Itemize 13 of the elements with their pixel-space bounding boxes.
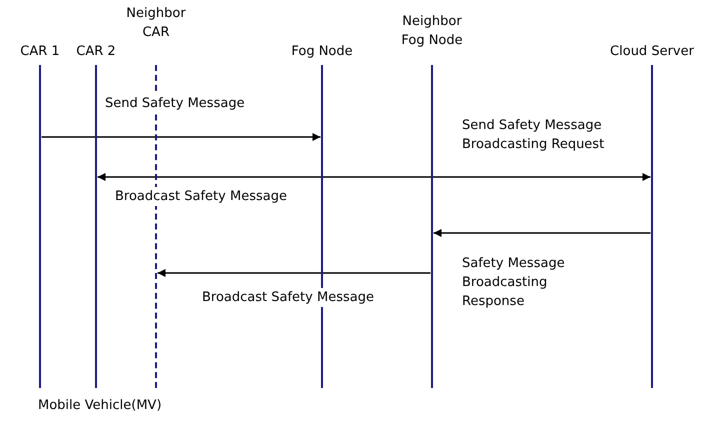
lifeline-label: CAR 1 [20,43,60,61]
arrow [158,269,430,277]
edge-label: Broadcast Safety Message [115,187,287,206]
lifeline-label: Cloud Server [609,43,695,61]
arrow [98,173,650,181]
edge-label: Broadcast Safety Message [202,288,374,307]
lifeline-label: Neighbor CAR [126,5,186,42]
lifeline-label: Fog Node [290,43,354,61]
lifeline-label: CAR 2 [76,43,116,61]
edge-label: Send Safety Message [105,94,245,113]
arrow [434,229,650,237]
lifeline-label: Neighbor Fog Node [400,13,464,50]
arrow [42,133,320,141]
